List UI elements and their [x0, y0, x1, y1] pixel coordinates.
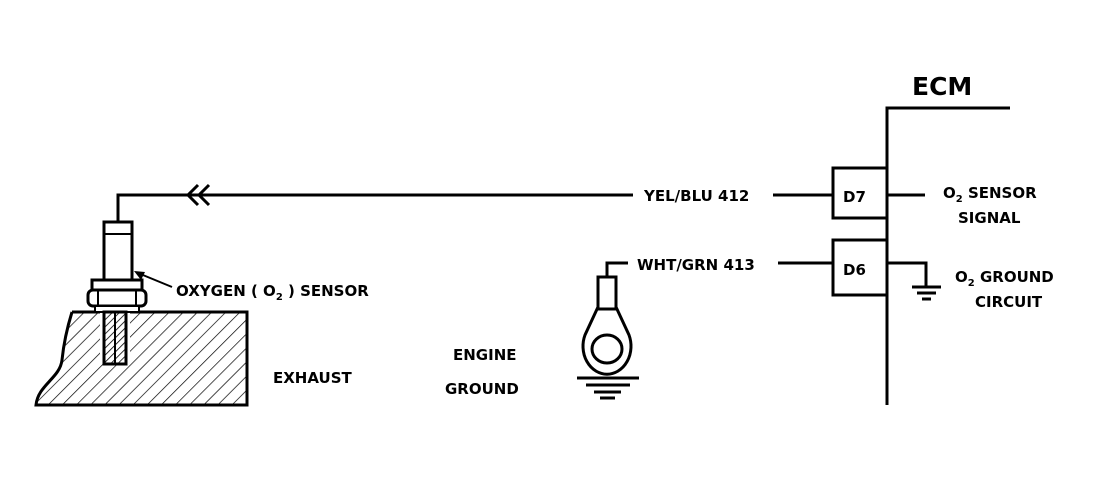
oxygen-sensor [86, 220, 148, 366]
ground-wire-413: WHT/GRN 413 [605, 256, 833, 277]
o2-sensor-signal-label: O2 SENSOR [943, 184, 1037, 205]
o2-ground-circuit-label: O2 GROUND [955, 268, 1054, 289]
sensor-leader-arrow [134, 271, 173, 288]
exhaust-label: EXHAUST [273, 369, 352, 387]
signal-wire-label: YEL/BLU 412 [643, 187, 749, 205]
o2-sensor-signal-label-line2: SIGNAL [958, 209, 1021, 227]
connector-d7: D7 [831, 166, 925, 220]
oxygen-sensor-label: OXYGEN ( O2 ) SENSOR [176, 282, 369, 303]
engine-ground-terminal [577, 275, 639, 400]
engine-ground-label: ENGINE [453, 346, 517, 364]
ground-wire-label: WHT/GRN 413 [637, 256, 755, 274]
pin-d7-label: D7 [843, 188, 866, 206]
signal-wire-412: YEL/BLU 412 [116, 183, 833, 222]
connector-d6: D6 [831, 238, 941, 301]
exhaust-pipe [34, 310, 249, 407]
ecm-title: ECM [912, 72, 972, 101]
ecm-block: ECM [885, 72, 1010, 405]
o2-ground-circuit-label-line2: CIRCUIT [975, 293, 1043, 311]
pin-d6-label: D6 [843, 261, 866, 279]
engine-ground-label-line2: GROUND [445, 380, 519, 398]
